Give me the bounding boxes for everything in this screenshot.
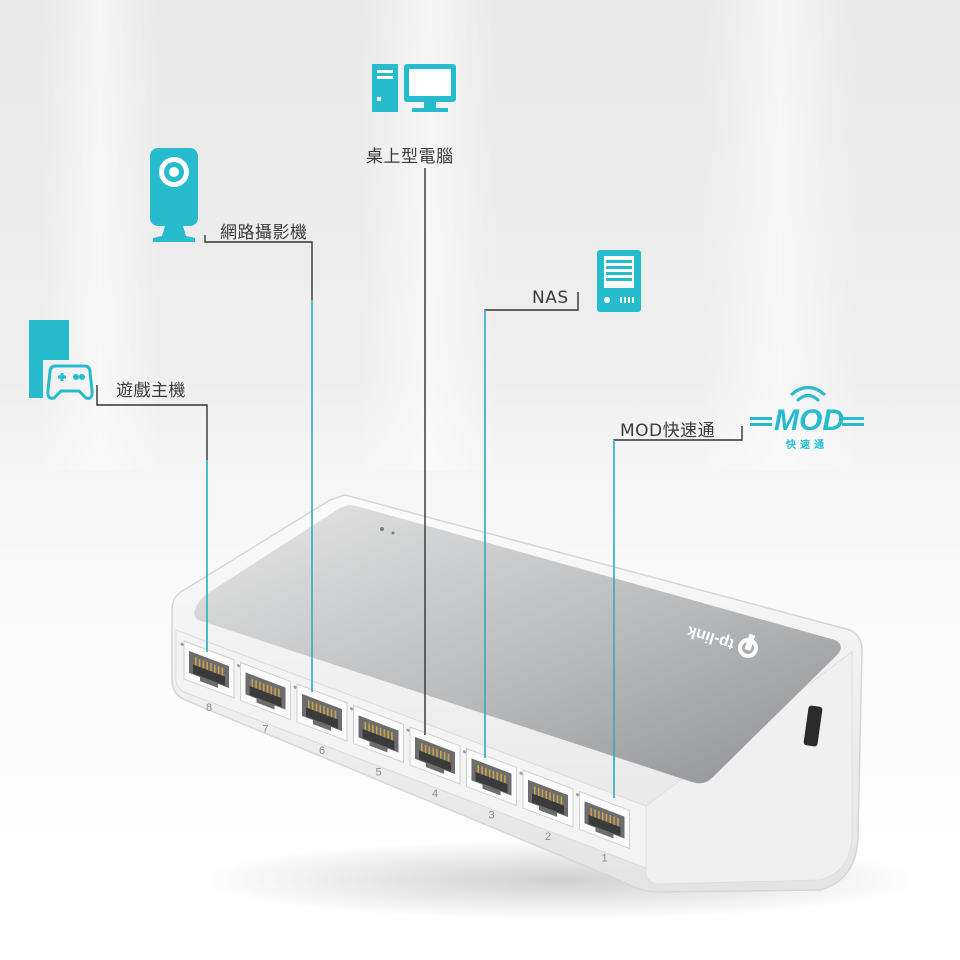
ip-camera-label: 網路攝影機 xyxy=(220,223,308,243)
nas-label: NAS xyxy=(532,288,569,308)
mod-logo-title: MOD xyxy=(774,404,844,437)
port-number: 3 xyxy=(488,810,494,822)
ethernet-port[interactable] xyxy=(463,747,517,807)
game-console-icon xyxy=(29,320,94,400)
port-number: 7 xyxy=(262,724,268,736)
ethernet-port[interactable] xyxy=(406,726,461,785)
ip-camera-icon xyxy=(150,148,198,242)
port-number: 8 xyxy=(206,702,212,714)
desktop-computer-icon xyxy=(372,64,456,112)
port-number: 2 xyxy=(545,831,551,843)
curtain-highlight xyxy=(700,0,860,470)
desktop-pc-label: 桌上型電腦 xyxy=(366,147,454,167)
ethernet-port[interactable] xyxy=(180,640,235,699)
ethernet-ports: 8 7 6 5 4 3 2 1 xyxy=(180,640,630,865)
ethernet-port[interactable] xyxy=(350,704,404,764)
mod-logo-subtitle: 快速通 xyxy=(786,440,828,451)
power-port xyxy=(803,705,823,747)
power-led xyxy=(380,527,384,531)
mod-label: MOD快速通 xyxy=(620,421,716,441)
port-number: 4 xyxy=(432,788,438,800)
ethernet-port[interactable] xyxy=(519,769,574,828)
game-console-label: 遊戲主機 xyxy=(116,381,186,401)
connection-lines xyxy=(96,168,743,798)
mod-logo-icon: MOD xyxy=(750,386,864,437)
port-number: 1 xyxy=(601,853,607,865)
port-number: 6 xyxy=(319,745,325,757)
switch-side-face xyxy=(645,651,853,885)
ethernet-port[interactable] xyxy=(293,683,348,742)
tp-link-logo-icon xyxy=(738,633,758,658)
status-led xyxy=(391,531,395,535)
ethernet-port[interactable] xyxy=(576,790,630,850)
switch-top-panel xyxy=(194,505,841,784)
nas-icon xyxy=(597,250,641,312)
port-number: 5 xyxy=(375,767,381,779)
ethernet-port[interactable] xyxy=(237,661,291,721)
